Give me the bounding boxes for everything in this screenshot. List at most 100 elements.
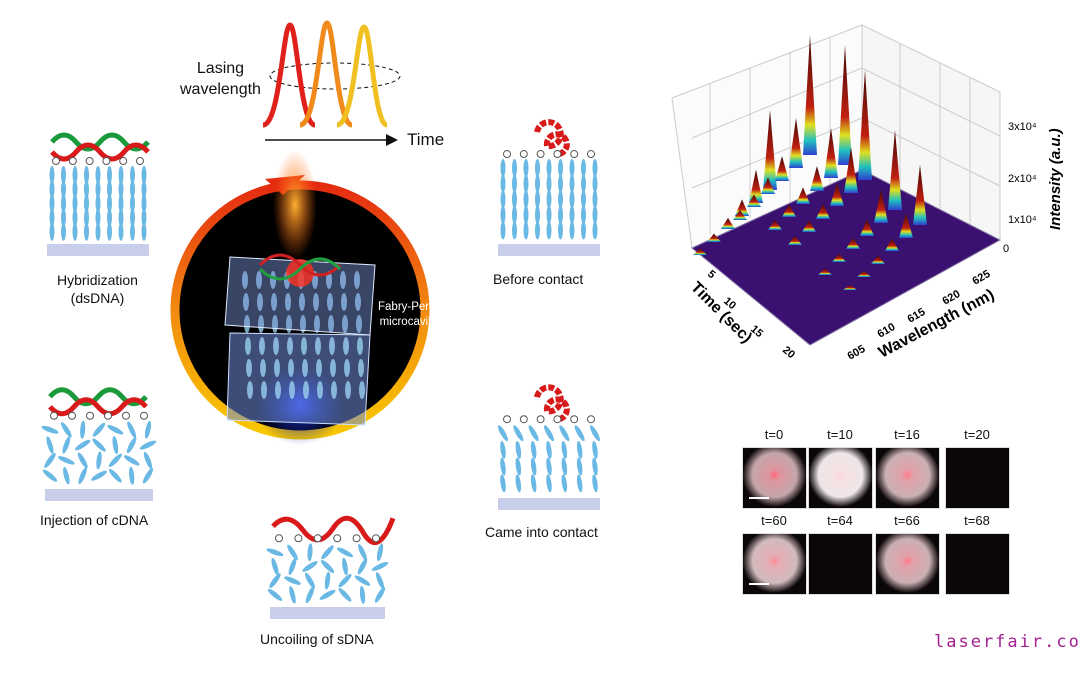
lc-molecule [592, 159, 598, 178]
lc-molecule [328, 315, 334, 333]
spectral-peak [857, 270, 871, 277]
lc-molecule [558, 174, 563, 193]
lc-molecule [354, 575, 371, 586]
substrate [47, 244, 149, 256]
lc-molecule [49, 194, 55, 213]
charge-icon [536, 415, 545, 424]
charge-icon [553, 415, 562, 424]
lc-molecule [118, 194, 124, 213]
mirror-top [224, 256, 376, 336]
lc-molecule [243, 293, 249, 311]
cavity-label-line2: microcavity [379, 316, 438, 328]
lc-molecule [343, 337, 349, 355]
lc-molecule [303, 381, 309, 399]
peak-red [261, 22, 317, 128]
lc-molecule [357, 558, 368, 575]
watermark: laserfair.com [934, 632, 1080, 652]
charge-icon [140, 411, 148, 420]
peak-yellow [335, 24, 389, 128]
spectral-peak [802, 220, 816, 232]
z-tick-2: 2x10⁴ [1008, 173, 1037, 185]
lc-molecule [530, 474, 537, 493]
spectral-peak [707, 233, 721, 242]
lc-molecule [72, 166, 78, 184]
lc-molecule [558, 159, 563, 178]
uncoiling-label: Uncoiling of sDNA [260, 631, 374, 647]
lc-molecule [84, 194, 89, 213]
lc-molecule [500, 205, 506, 224]
lc-molecule [359, 585, 366, 604]
lc-molecule [574, 425, 585, 442]
lc-molecule [49, 208, 55, 227]
lc-molecule [74, 439, 91, 451]
micrograph-time-label: t=66 [894, 513, 920, 528]
lc-molecule [344, 359, 350, 377]
mirror-bottom [226, 332, 371, 426]
lc-molecule [317, 381, 323, 399]
wl-tick-605: 605 [846, 343, 868, 363]
lc-molecule [307, 543, 313, 562]
lc-molecule [127, 421, 137, 438]
injection-label: Injection of cDNA [40, 512, 149, 528]
peak-orange [298, 20, 354, 128]
charge-icon [136, 157, 144, 165]
charge-icon [102, 157, 111, 165]
lc-molecule [569, 159, 575, 178]
lc-molecule [546, 174, 552, 193]
substrate [498, 244, 600, 256]
lc-molecule [340, 271, 346, 289]
lc-molecule [535, 190, 540, 209]
lc-molecule [314, 315, 320, 333]
lc-molecule [288, 557, 297, 575]
lc-molecule [515, 474, 522, 493]
lc-molecule [84, 222, 89, 241]
lc-molecule [96, 451, 102, 470]
charge-icon [52, 157, 60, 165]
lc-molecule [130, 208, 135, 227]
lc-molecule [118, 180, 124, 199]
lc-molecule [107, 180, 112, 199]
lc-molecule [108, 468, 122, 483]
spectral-peak [761, 177, 775, 194]
before-contact-label: Before contact [493, 271, 584, 287]
charge-icon [372, 534, 380, 543]
lc-molecule [561, 474, 568, 493]
micrograph-image [808, 447, 873, 509]
charge-icon [122, 411, 130, 420]
charge-icon [519, 415, 528, 424]
cavity-label: Fabry-Perot microcavity [378, 300, 439, 330]
lc-molecule [302, 359, 308, 377]
micrograph-time-label: t=16 [894, 427, 920, 442]
hybridization-label-line2: (dsDNA) [70, 290, 125, 306]
time-axis-label: Time [407, 130, 445, 149]
lc-molecule [130, 180, 135, 199]
micrograph-image [875, 533, 940, 595]
lc-molecule [357, 337, 363, 355]
lc-molecule [126, 437, 137, 454]
lc-molecule [118, 222, 124, 241]
lasing-peaks-graph [261, 20, 401, 146]
uncoiling-schematic [266, 515, 396, 619]
lc-molecule [581, 221, 586, 240]
lc-molecule [141, 208, 147, 227]
before-contact-schematic [498, 119, 600, 256]
lc-molecule [141, 166, 147, 184]
lc-molecule [581, 174, 586, 193]
lc-molecule [141, 194, 147, 213]
lc-molecule [359, 381, 365, 399]
lc-molecule [267, 588, 283, 601]
lc-molecule [84, 180, 89, 199]
lc-molecule [143, 451, 153, 469]
charge-icon [352, 534, 361, 543]
spectral-peak [721, 217, 735, 229]
charge-icon [50, 411, 58, 420]
lc-molecule [321, 545, 334, 560]
charge-icon [536, 150, 545, 159]
lc-molecule [61, 180, 66, 199]
lc-molecule [44, 452, 56, 468]
charge-icon [85, 157, 94, 165]
lc-molecule [341, 293, 347, 311]
lc-molecule [581, 190, 586, 209]
lc-molecule [107, 208, 112, 227]
lc-molecule [500, 457, 506, 476]
